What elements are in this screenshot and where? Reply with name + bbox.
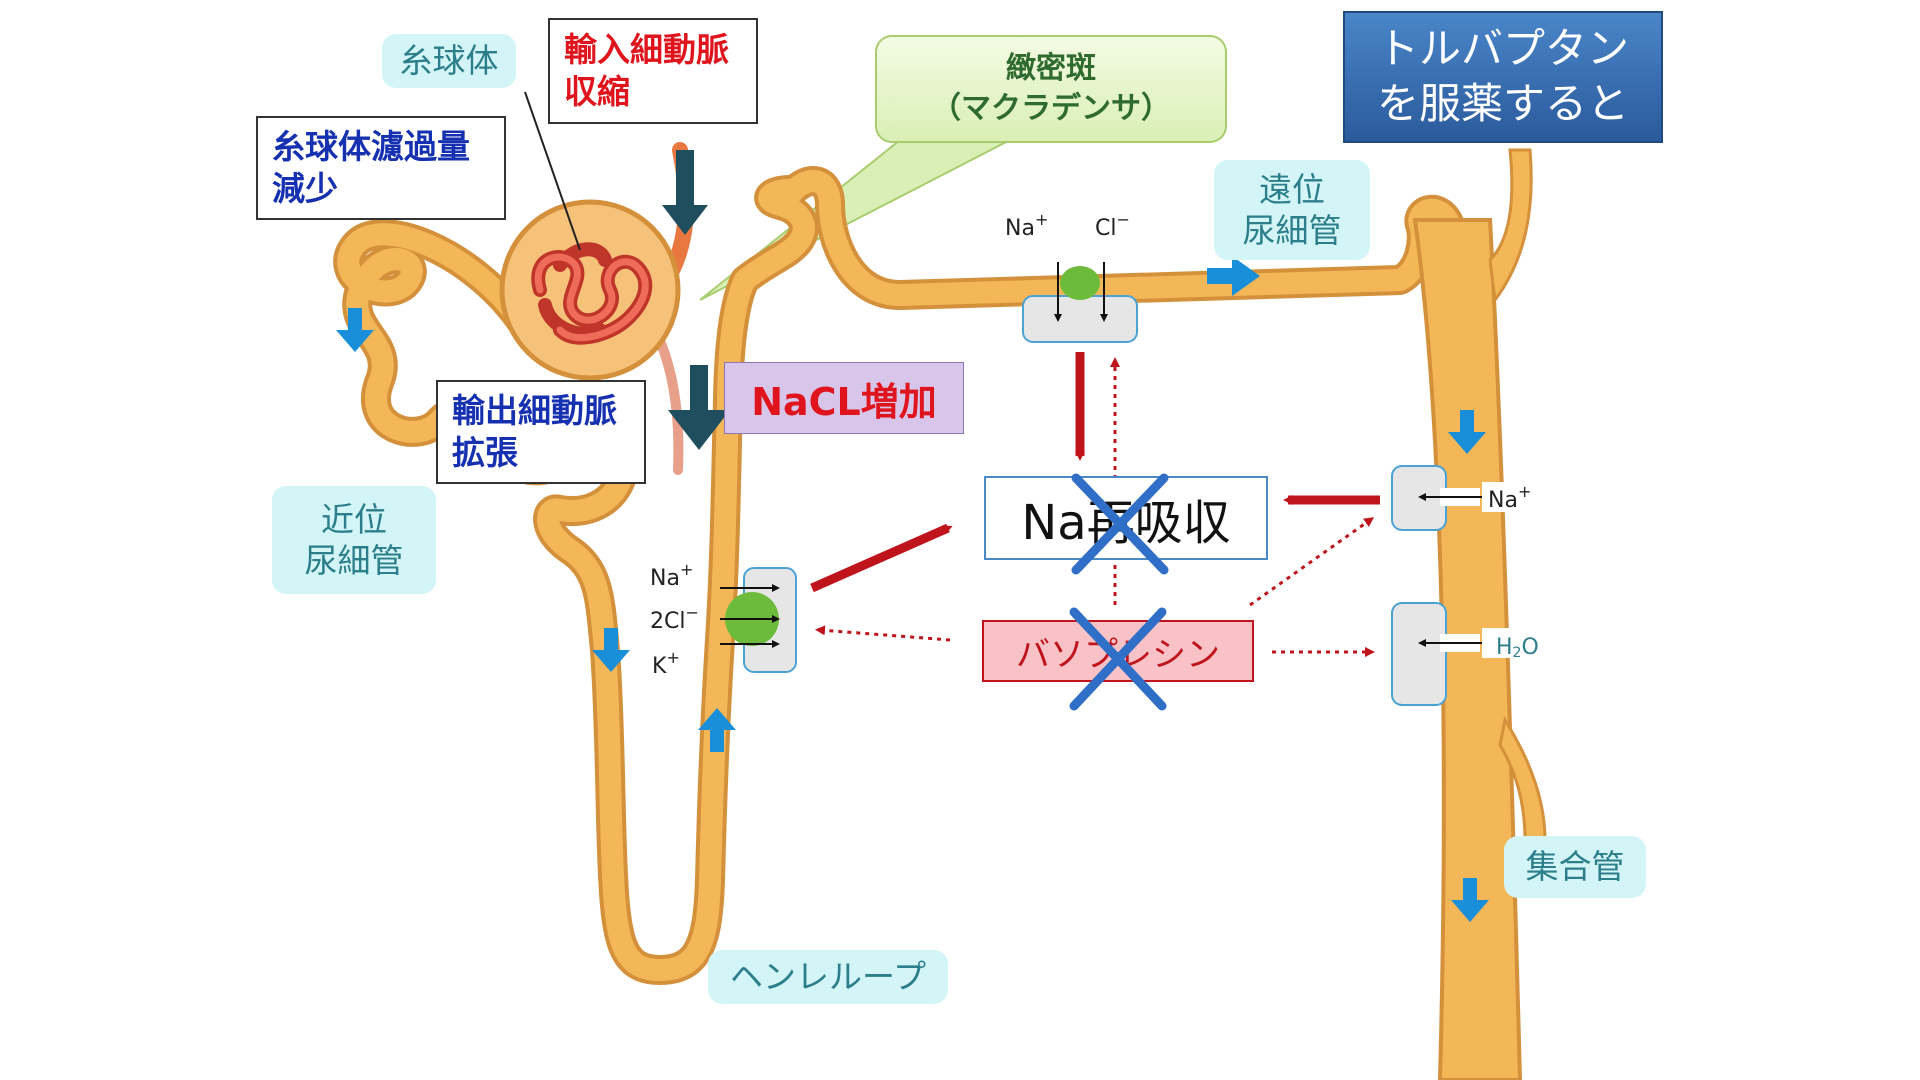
- efferent-arteriole: [650, 325, 684, 475]
- bowman-capsule: [499, 199, 681, 381]
- glomerulus-capillaries-highlight: [534, 253, 649, 342]
- flow-arrow-right: [1207, 256, 1260, 296]
- red-arrows: [810, 352, 1380, 593]
- nephron-diagram: Na+ Cl− Na+ 2Cl− K+ Na+ H2O: [333, 11, 1663, 1080]
- proximal-tubule-label: 近位 尿細管: [272, 486, 436, 594]
- henle-loop-label: ヘンレループ: [708, 950, 948, 1004]
- slide: Na+ Cl− Na+ 2Cl− K+ Na+ H2O トルバプタン を服薬する…: [240, 0, 1680, 1080]
- flow-arrow-down: [1451, 878, 1489, 922]
- collecting-duct-label-text: 集合管: [1525, 847, 1625, 887]
- flow-arrow-down: [336, 308, 374, 352]
- collecting-duct-label: 集合管: [1504, 836, 1646, 898]
- efferent-dilation-box: 輸出細動脈 拡張: [436, 380, 646, 484]
- vasopressin-to-henle: [815, 625, 951, 642]
- nacl-increase-text: NaCL増加: [751, 379, 937, 424]
- cd-na-label-bg: [1482, 482, 1538, 512]
- henle-loop-label-text: ヘンレループ: [729, 957, 927, 997]
- efferent-dilation-text: 輸出細動脈 拡張: [452, 390, 617, 472]
- title-box: トルバプタン を服薬すると: [1344, 12, 1662, 142]
- gfr-decrease-text: 糸球体濾過量 減少: [272, 126, 470, 208]
- flow-arrow-up: [698, 708, 736, 752]
- glomerulus-label-text: 糸球体: [399, 41, 499, 81]
- afferent-constriction-box: 輸入細動脈 収縮: [548, 18, 758, 124]
- vasopressin-box: バソプレシン: [982, 620, 1254, 682]
- title-box-bg: [1343, 11, 1663, 143]
- distal-tubule-cell: [1022, 295, 1138, 343]
- afferent-flow-arrow: [662, 150, 708, 235]
- arrow-henle-to-reabsorption: [810, 523, 953, 593]
- macula-densa-label: 緻密斑 （マクラデンサ）: [876, 36, 1226, 142]
- efferent-flow-arrow: [668, 365, 730, 450]
- cd-cell-water: [1391, 602, 1447, 706]
- cd-h2o-label-bg: [1482, 628, 1542, 658]
- proximal-tubule-label-text: 近位 尿細管: [304, 499, 404, 580]
- henle-2cl-label: 2Cl−: [650, 603, 699, 634]
- henle-k-label: K+: [652, 648, 680, 679]
- henle-na-label: Na+: [650, 560, 693, 591]
- na-reabsorption-text: Na再吸収: [1021, 495, 1231, 551]
- flow-arrows: [336, 256, 1489, 922]
- gfr-decrease-box: 糸球体濾過量 減少: [256, 116, 506, 220]
- flow-arrow-down: [1448, 410, 1486, 454]
- cd-na-label: Na+: [1488, 482, 1531, 513]
- vasopressin-text: バソプレシン: [1016, 634, 1220, 675]
- distal-tubule-label: 遠位 尿細管: [1214, 160, 1370, 260]
- collecting-duct-branch: [1488, 148, 1533, 304]
- vasopressin-to-cd-na: [1249, 517, 1375, 607]
- nacl-increase-box: NaCL増加: [724, 362, 964, 434]
- glomerulus-pointer: [524, 91, 581, 251]
- glomerulus-label: 糸球体: [382, 34, 516, 88]
- macula-densa-text: 緻密斑 （マクラデンサ）: [931, 50, 1171, 127]
- distal-tubule-label-text: 遠位 尿細管: [1242, 169, 1342, 250]
- ncc-transporter: [1060, 266, 1100, 300]
- macula-densa-callout-bg: [875, 35, 1227, 143]
- na-reabsorption-box: Na再吸収: [984, 476, 1268, 560]
- vasopressin-effect-arrows: [815, 357, 1375, 657]
- afferent-constriction-text: 輸入細動脈 収縮: [564, 29, 729, 111]
- title-text: トルバプタン を服薬すると: [1376, 24, 1629, 128]
- flow-arrow-down: [592, 628, 630, 672]
- distal-cl-label: Cl−: [1095, 210, 1130, 241]
- distal-na-label: Na+: [1005, 210, 1048, 241]
- cd-h2o-label: H2O: [1496, 635, 1539, 661]
